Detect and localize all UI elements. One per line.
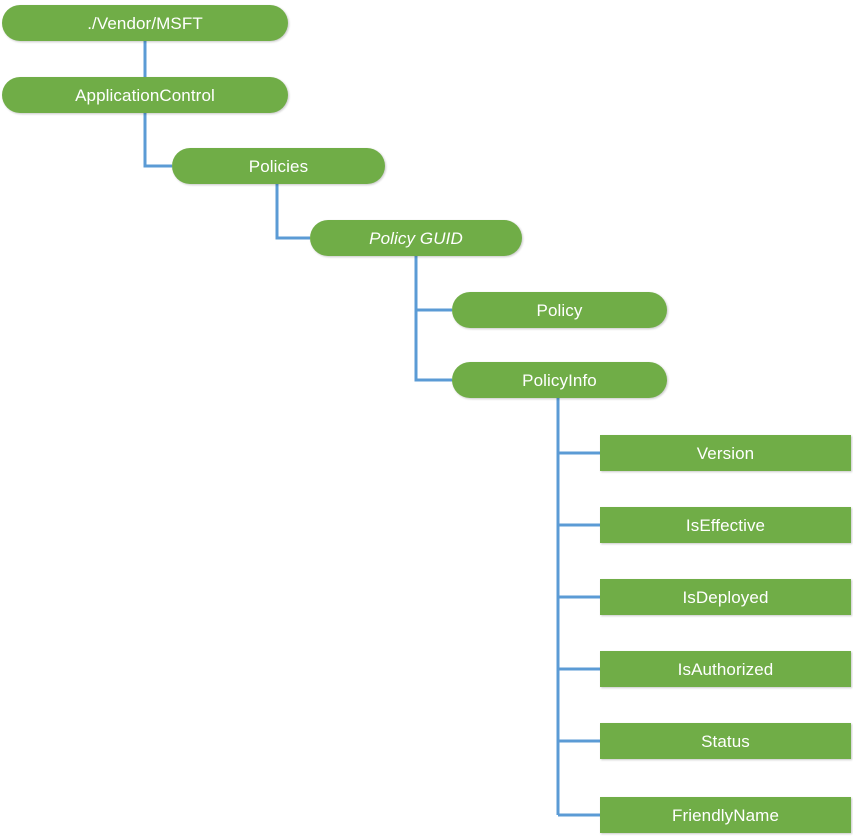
node-is-authorized[interactable]: IsAuthorized — [600, 651, 851, 687]
node-policy[interactable]: Policy — [452, 292, 667, 328]
node-policy-guid[interactable]: Policy GUID — [310, 220, 522, 256]
edge-policies-to-policyguid — [275, 184, 310, 240]
node-friendly-name[interactable]: FriendlyName — [600, 797, 851, 833]
node-is-effective[interactable]: IsEffective — [600, 507, 851, 543]
node-policy-info[interactable]: PolicyInfo — [452, 362, 667, 398]
node-version[interactable]: Version — [600, 435, 851, 471]
node-is-deployed[interactable]: IsDeployed — [600, 579, 851, 615]
node-application-control[interactable]: ApplicationControl — [2, 77, 288, 113]
edge-applicationcontrol-to-policies — [143, 113, 172, 168]
node-status[interactable]: Status — [600, 723, 851, 759]
edge-policyguid-to-policy — [414, 256, 452, 312]
node-vendor-msft[interactable]: ./Vendor/MSFT — [2, 5, 288, 41]
edge-policyguid-to-policyinfo — [414, 310, 452, 382]
node-policies[interactable]: Policies — [172, 148, 385, 184]
